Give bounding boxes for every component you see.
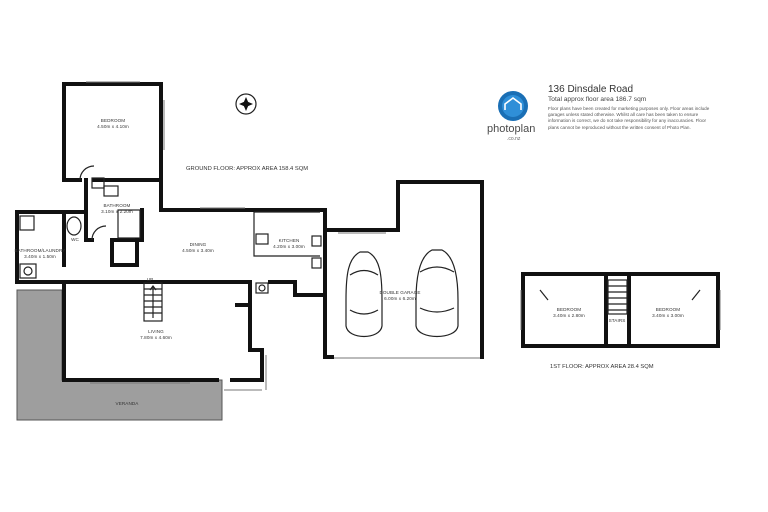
main-house-walls [62, 207, 327, 391]
laundry-label: BATHROOM/LAUNDRY [15, 248, 66, 253]
ground-stairs [143, 282, 163, 322]
living-dims: 7.80m x 4.60m [140, 335, 172, 340]
first-floor-walls [520, 272, 721, 348]
info-box: 136 Dinsdale Road Total approx floor are… [546, 84, 726, 131]
kitchen-dims: 4.20m x 3.00m [273, 244, 305, 249]
ground-floor-label: GROUND FLOOR: APPROX AREA 158.4 SQM [186, 166, 308, 172]
bedroom-dims: 4.50m x 4.10m [97, 124, 129, 129]
first-floor-label: 1ST FLOOR: APPROX AREA 28.4 SQM [550, 364, 654, 370]
disclaimer-text: Floor plans have been created for market… [548, 106, 710, 130]
first-bedroom-left-label: BEDROOM [557, 307, 582, 312]
veranda-label: VERANDA [116, 401, 140, 406]
first-bedroom-right-label: BEDROOM [656, 307, 681, 312]
garage-label: DOUBLE GARAGE [379, 290, 420, 295]
laundry-dims: 3.40m x 1.50m [24, 254, 56, 259]
living-label: LIVING [148, 329, 164, 334]
bathroom-walls [84, 177, 144, 242]
bedroom-walls [62, 81, 165, 212]
compass-icon [235, 93, 257, 115]
bedroom-label: BEDROOM [101, 118, 126, 123]
laundry-walls [15, 210, 88, 284]
bathroom-label: BATHROOM [103, 203, 130, 208]
first-bedroom-right-dims: 3.40m x 3.00m [652, 313, 684, 318]
property-address: 136 Dinsdale Road [548, 84, 634, 95]
garage-walls [323, 180, 484, 359]
wc-label: WC [71, 237, 79, 242]
car-right-icon [415, 249, 459, 337]
total-floor-area: Total approx floor area 186.7 sqm [548, 96, 647, 103]
logo-domain: .co.nz [507, 136, 521, 142]
logo-name: photoplan [487, 123, 536, 135]
kitchen-label: KITCHEN [279, 238, 300, 243]
dining-label: DINING [190, 242, 207, 247]
up-label: UP [147, 277, 154, 282]
kitchen-fittings [253, 211, 327, 297]
photoplan-logo-icon [498, 91, 528, 121]
first-bedroom-left-dims: 3.40m x 2.80m [553, 313, 585, 318]
garage-dims: 6.00m x 6.20m [384, 296, 416, 301]
bathroom-dims: 3.10m x 2.20m [101, 209, 133, 214]
dining-dims: 4.50m x 3.40m [182, 248, 214, 253]
stairs-label: STAIRS [609, 318, 626, 323]
car-left-icon [345, 251, 383, 338]
